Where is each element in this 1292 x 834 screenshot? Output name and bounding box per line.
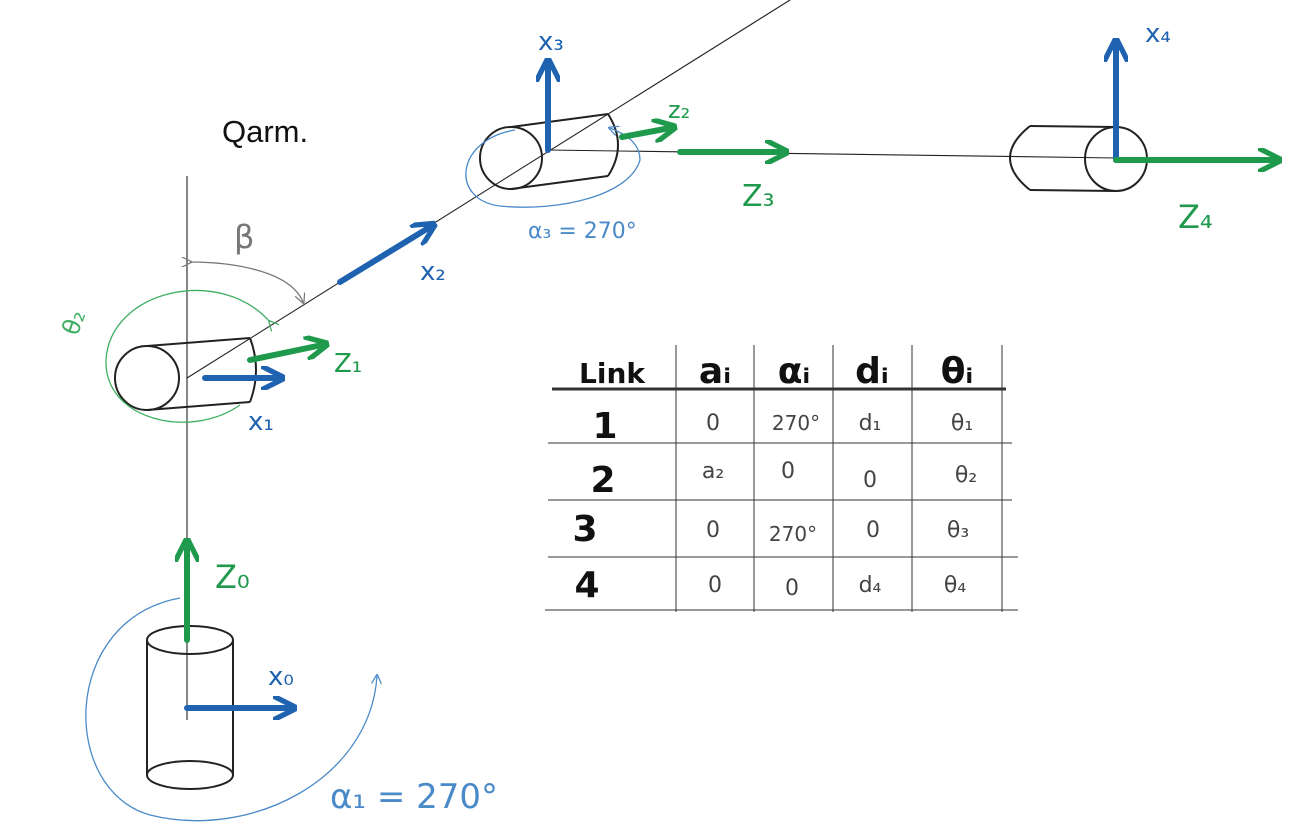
joint-3-cylinder <box>479 113 619 190</box>
table-cell: θ₁ <box>951 411 973 436</box>
table-cell: 1 <box>592 406 617 447</box>
alpha-3-label: α₃ = 270° <box>528 219 637 244</box>
table-cell: 2 <box>590 460 615 501</box>
table-cell: 0 <box>706 518 720 543</box>
diagram-title: Qarm. <box>222 114 309 149</box>
table-cell: a₂ <box>702 459 724 484</box>
table-cell: 0 <box>706 411 720 436</box>
table-cell: d₄ <box>859 573 882 598</box>
table-cell: 0 <box>708 573 722 598</box>
alpha-3-arc <box>465 128 641 208</box>
z1-axis-arrow <box>247 345 322 363</box>
table-cell: d₁ <box>859 411 882 436</box>
z2-label: z₂ <box>668 96 690 124</box>
z4-label: Z₄ <box>1178 198 1213 236</box>
x4-label: x₄ <box>1145 19 1171 49</box>
x3-label: x₃ <box>538 27 564 57</box>
table-header-d: dᵢ <box>855 351 889 392</box>
beta-arc <box>190 262 303 302</box>
table-cell: 4 <box>574 565 599 606</box>
dh-parameter-table: Link aᵢ αᵢ dᵢ θᵢ 1 0 270° d₁ θ₁ 2 a₂ 0 0… <box>545 345 1018 612</box>
link-2-line <box>186 0 791 379</box>
table-header-theta: θᵢ <box>941 351 974 392</box>
table-cell: 0 <box>785 576 799 601</box>
beta-label: β <box>234 218 254 256</box>
table-header-a: aᵢ <box>699 351 731 392</box>
table-cell: 0 <box>781 459 795 484</box>
table-cell: θ₃ <box>947 518 969 543</box>
table-cell: θ₄ <box>944 573 966 598</box>
z2-axis-arrow <box>619 128 670 137</box>
x2-label: x₂ <box>420 257 446 287</box>
z3-label: Z₃ <box>742 179 775 214</box>
table-cell: 0 <box>866 518 880 543</box>
link-lines <box>186 0 1117 720</box>
link-3-line <box>547 149 1117 159</box>
z0-label: Z₀ <box>215 558 250 596</box>
table-cell: 3 <box>572 509 597 550</box>
joint-1-cylinder <box>114 337 257 411</box>
alpha-1-arc <box>85 597 377 822</box>
x2-axis-arrow <box>337 227 430 285</box>
alpha-1-label: α₁ = 270° <box>330 777 498 817</box>
table-cell: θ₂ <box>955 463 977 488</box>
theta-2-label: θ₂ <box>57 306 92 338</box>
z1-label: Z₁ <box>334 349 362 379</box>
table-cell: 0 <box>863 468 877 493</box>
table-header-link: Link <box>579 357 646 390</box>
x0-label: x₀ <box>268 662 294 692</box>
table-header-alpha: αᵢ <box>778 351 811 392</box>
table-cell: 270° <box>772 411 820 435</box>
x1-label: x₁ <box>248 407 274 437</box>
table-cell: 270° <box>769 522 817 546</box>
